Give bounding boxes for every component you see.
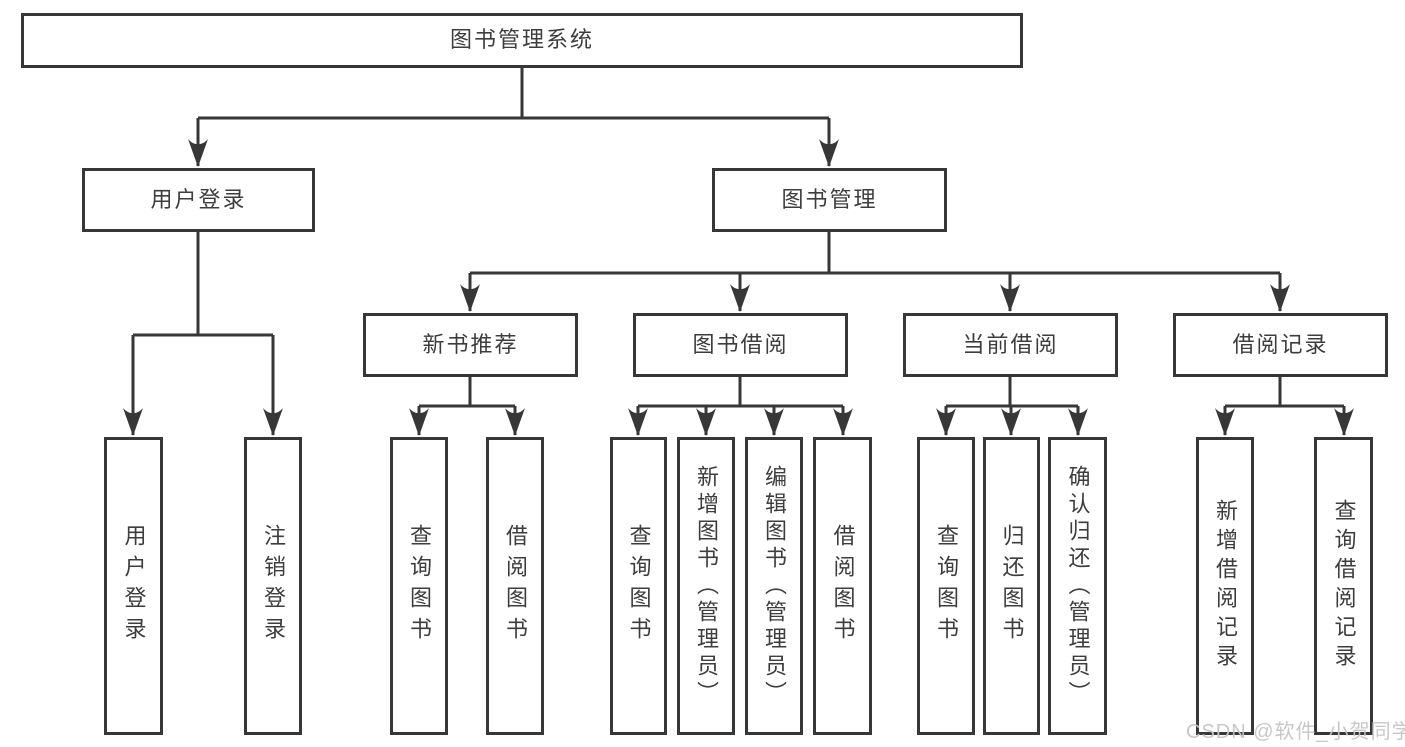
node-leaf-bb-add: 新增图书（管理员） [677,437,735,735]
connector-book-borrow-children [628,377,853,436]
node-leaf-br-query: 查询借阅记录 [1314,437,1373,735]
node-leaf-logout: 注销登录 [244,437,302,735]
node-root: 图书管理系统 [21,13,1023,68]
connector-book-mgmt-children [460,232,1290,312]
connector-current-borrow-children [936,377,1088,436]
node-current-borrow: 当前借阅 [903,313,1118,377]
node-leaf-bb-edit: 编辑图书（管理员） [745,437,803,735]
node-leaf-cb-query: 查询图书 [917,437,975,735]
node-borrow-record: 借阅记录 [1173,313,1388,377]
node-leaf-bb-query: 查询图书 [610,437,667,735]
connector-borrow-record-children [1215,377,1354,436]
connector-root-to-level2 [188,68,839,167]
node-leaf-cb-return: 归还图书 [983,437,1040,735]
csdn-watermark: CSDN @软件_小贺同学 [1186,721,1405,743]
node-leaf-user-login: 用户登录 [104,437,163,735]
node-leaf-nb-borrow: 借阅图书 [486,437,544,735]
node-user-login: 用户登录 [82,168,315,232]
node-book-mgmt: 图书管理 [712,168,947,232]
node-book-borrow: 图书借阅 [633,313,848,377]
node-leaf-nb-query: 查询图书 [390,437,448,735]
node-new-book-rec: 新书推荐 [363,313,578,377]
node-leaf-cb-confirm: 确认归还（管理员） [1048,437,1107,735]
node-leaf-br-add: 新增借阅记录 [1196,437,1254,735]
connector-user-login-children [123,232,283,436]
node-leaf-bb-borrow: 借阅图书 [813,437,872,735]
connector-new-book-rec-children [409,377,525,436]
